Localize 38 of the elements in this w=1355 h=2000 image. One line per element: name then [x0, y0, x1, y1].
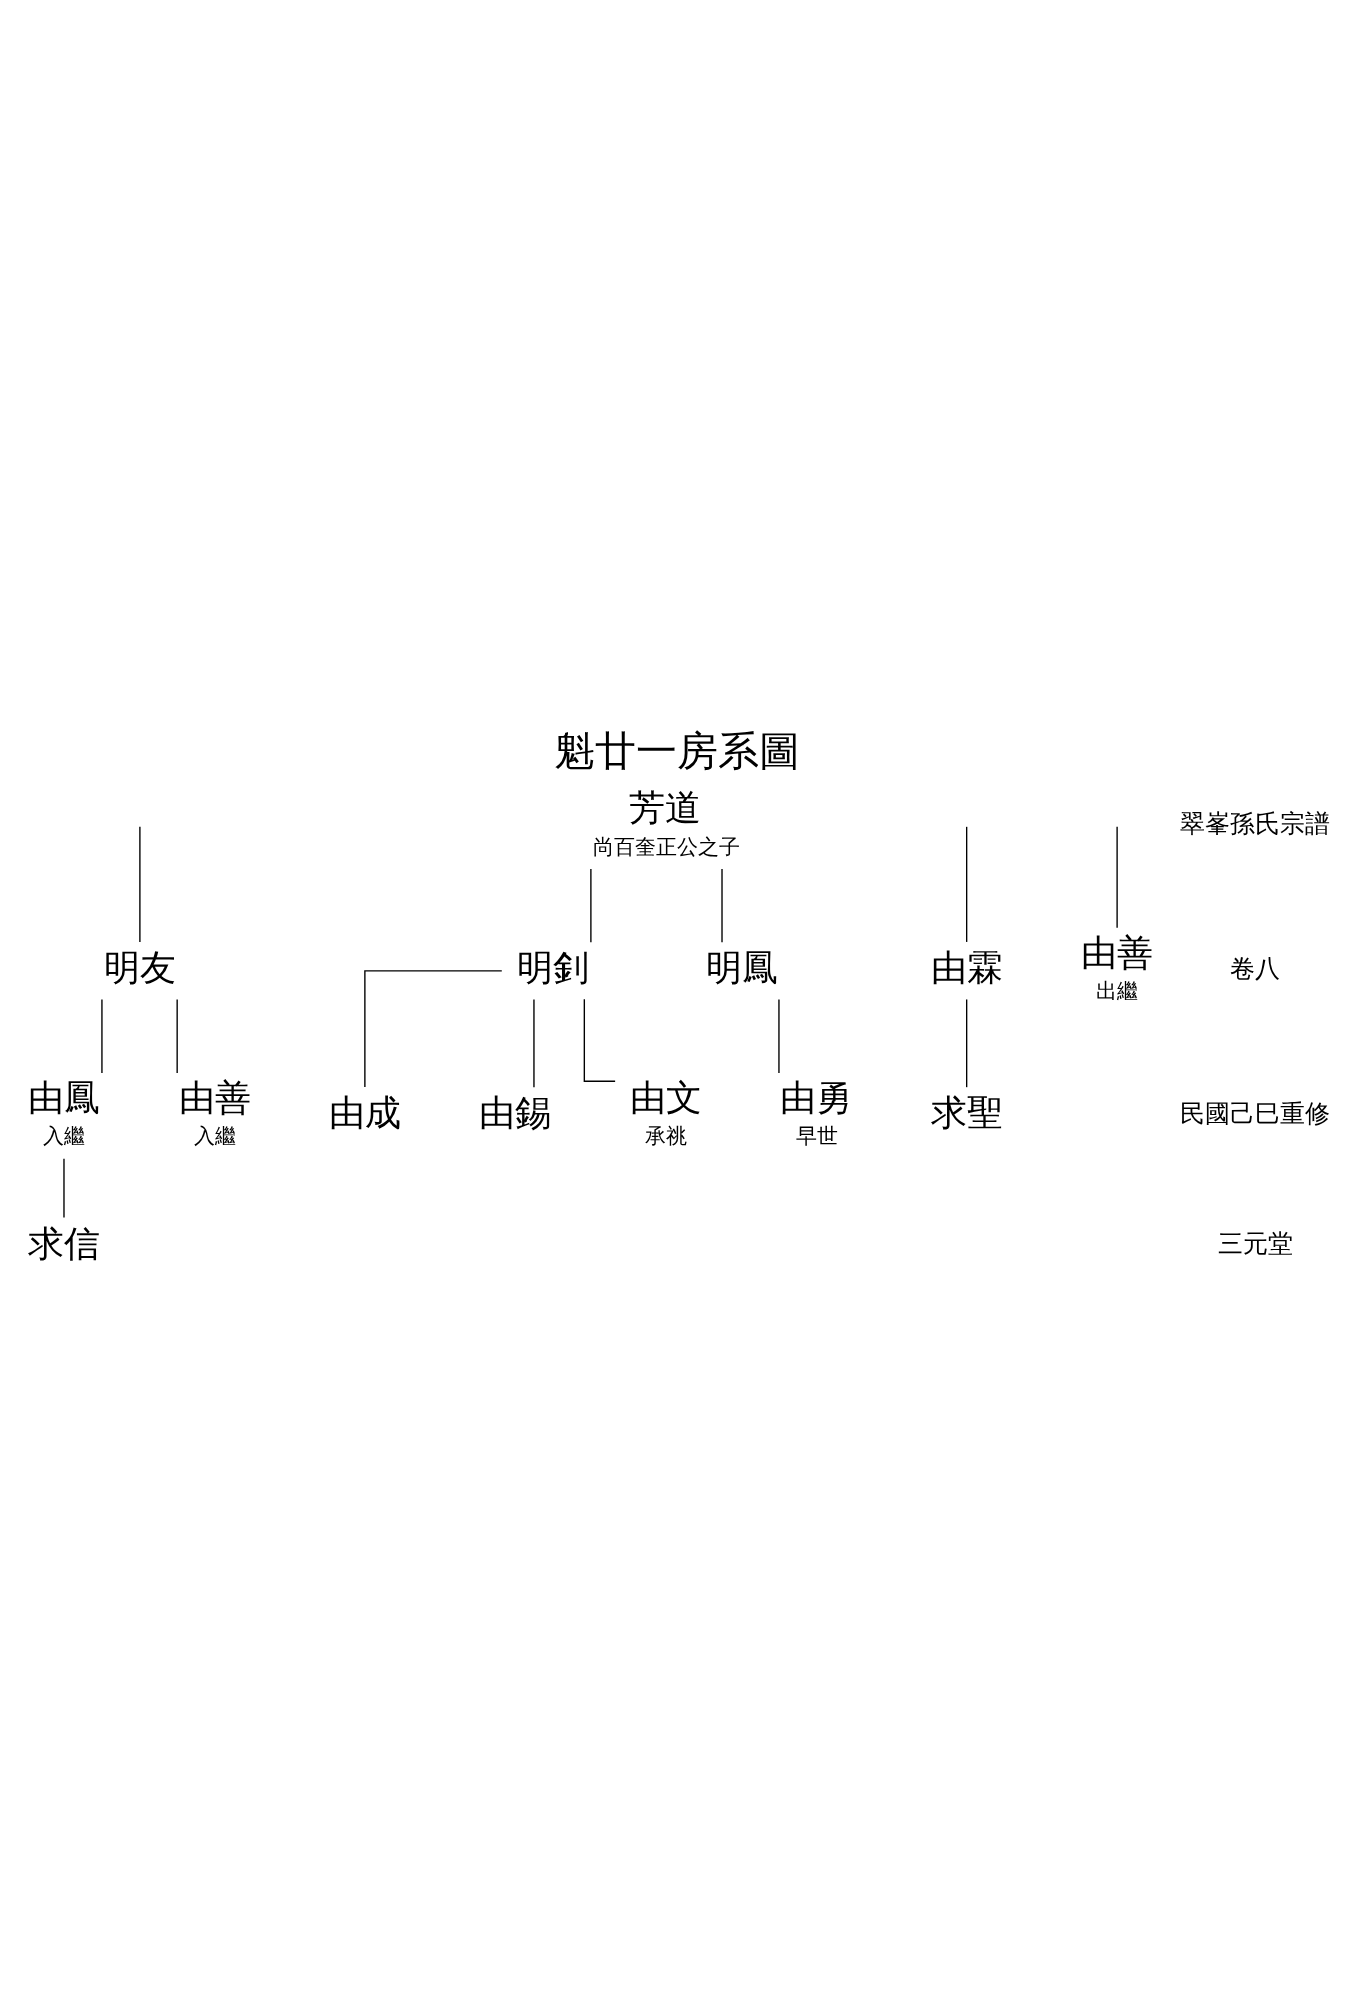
connector [139, 825, 141, 943]
connector [965, 825, 968, 943]
node-text: 由錫 [479, 1091, 552, 1133]
node-text: 由文 [629, 1076, 702, 1118]
connector [965, 998, 968, 1088]
connector [721, 867, 723, 943]
label: 民國己巳重修 [1180, 1098, 1331, 1128]
node-text: 明友 [104, 946, 177, 988]
connector [63, 1157, 65, 1218]
node-label: 入繼 [43, 1123, 86, 1148]
label: 三元堂 [1217, 1228, 1293, 1258]
node-label: 尚百奎正公之子 [592, 834, 740, 858]
connector [583, 998, 616, 1082]
node-text: 求信 [28, 1222, 101, 1264]
node-label: 承祧 [645, 1123, 688, 1148]
connector [176, 998, 178, 1074]
node-text: 明鳳 [705, 946, 778, 988]
node-label: 早世 [795, 1123, 838, 1148]
diagram-title: 魁廿一房系圖 [554, 726, 801, 775]
connector [101, 998, 103, 1074]
node-label: 入繼 [193, 1123, 236, 1148]
node-label: 出繼 [1096, 978, 1139, 1003]
node-text: 求聖 [930, 1091, 1003, 1133]
node-text: 由霖 [930, 946, 1003, 988]
connector [1116, 825, 1118, 928]
connector [590, 867, 592, 943]
node-text: 由善 [178, 1076, 251, 1118]
node-text: 由成 [328, 1091, 401, 1133]
connector [364, 969, 503, 1088]
node-text: 芳道 [629, 786, 702, 828]
node-text: 由勇 [780, 1076, 853, 1118]
connector [533, 998, 535, 1088]
label: 卷八 [1230, 953, 1281, 983]
connector [778, 998, 780, 1074]
label: 翠峯孫氏宗譜 [1180, 808, 1331, 838]
node-text: 由鳳 [28, 1076, 101, 1118]
node-text: 由善 [1081, 931, 1154, 973]
node-text: 明釗 [516, 946, 589, 988]
